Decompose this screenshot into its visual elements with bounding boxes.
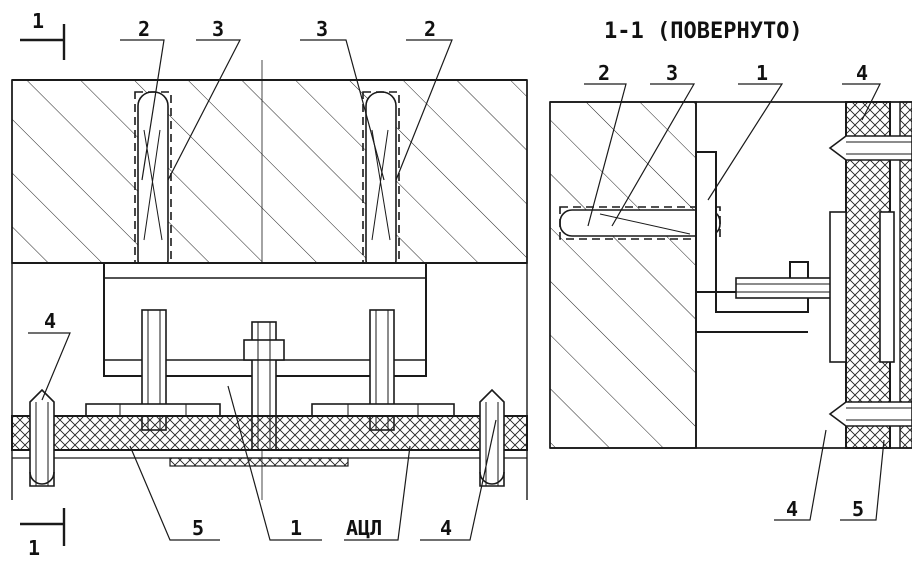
anchor-right xyxy=(362,91,400,275)
panel-acl xyxy=(11,415,528,451)
callout-screw-left: 4 xyxy=(44,309,56,333)
callout-panel-material: АЦЛ xyxy=(346,516,382,540)
concrete-wall xyxy=(11,79,528,264)
callout-anchor-left: 3 xyxy=(212,17,224,41)
callout-seal: 5 xyxy=(192,516,204,540)
concrete-wall-section xyxy=(549,101,697,449)
callout-r-bolt: 2 xyxy=(598,61,610,85)
callout-bracket: 1 xyxy=(290,516,302,540)
callout-r-screw-bottom: 4 xyxy=(786,497,798,521)
anchor-left xyxy=(134,91,172,275)
screw-top xyxy=(828,135,912,161)
callout-anchor-right: 3 xyxy=(316,17,328,41)
callout-r-screw-top: 4 xyxy=(856,61,868,85)
section-title: 1-1 (ПОВЕРНУТО) xyxy=(604,19,803,44)
callout-r-bracket: 1 xyxy=(756,61,768,85)
right-view xyxy=(549,83,912,521)
left-view xyxy=(11,24,528,546)
anchor-horizontal xyxy=(559,206,721,240)
section-mark-top: 1 xyxy=(32,9,44,33)
section-mark-bottom: 1 xyxy=(28,536,40,560)
screw-left xyxy=(29,388,55,487)
seal-strip xyxy=(169,457,349,467)
callout-r-anchor: 3 xyxy=(666,61,678,85)
callout-screw-right: 4 xyxy=(440,516,452,540)
callout-bolt-right: 2 xyxy=(424,17,436,41)
screw-bottom xyxy=(828,401,912,427)
callout-r-seal: 5 xyxy=(852,497,864,521)
callout-bolt-left: 2 xyxy=(138,17,150,41)
